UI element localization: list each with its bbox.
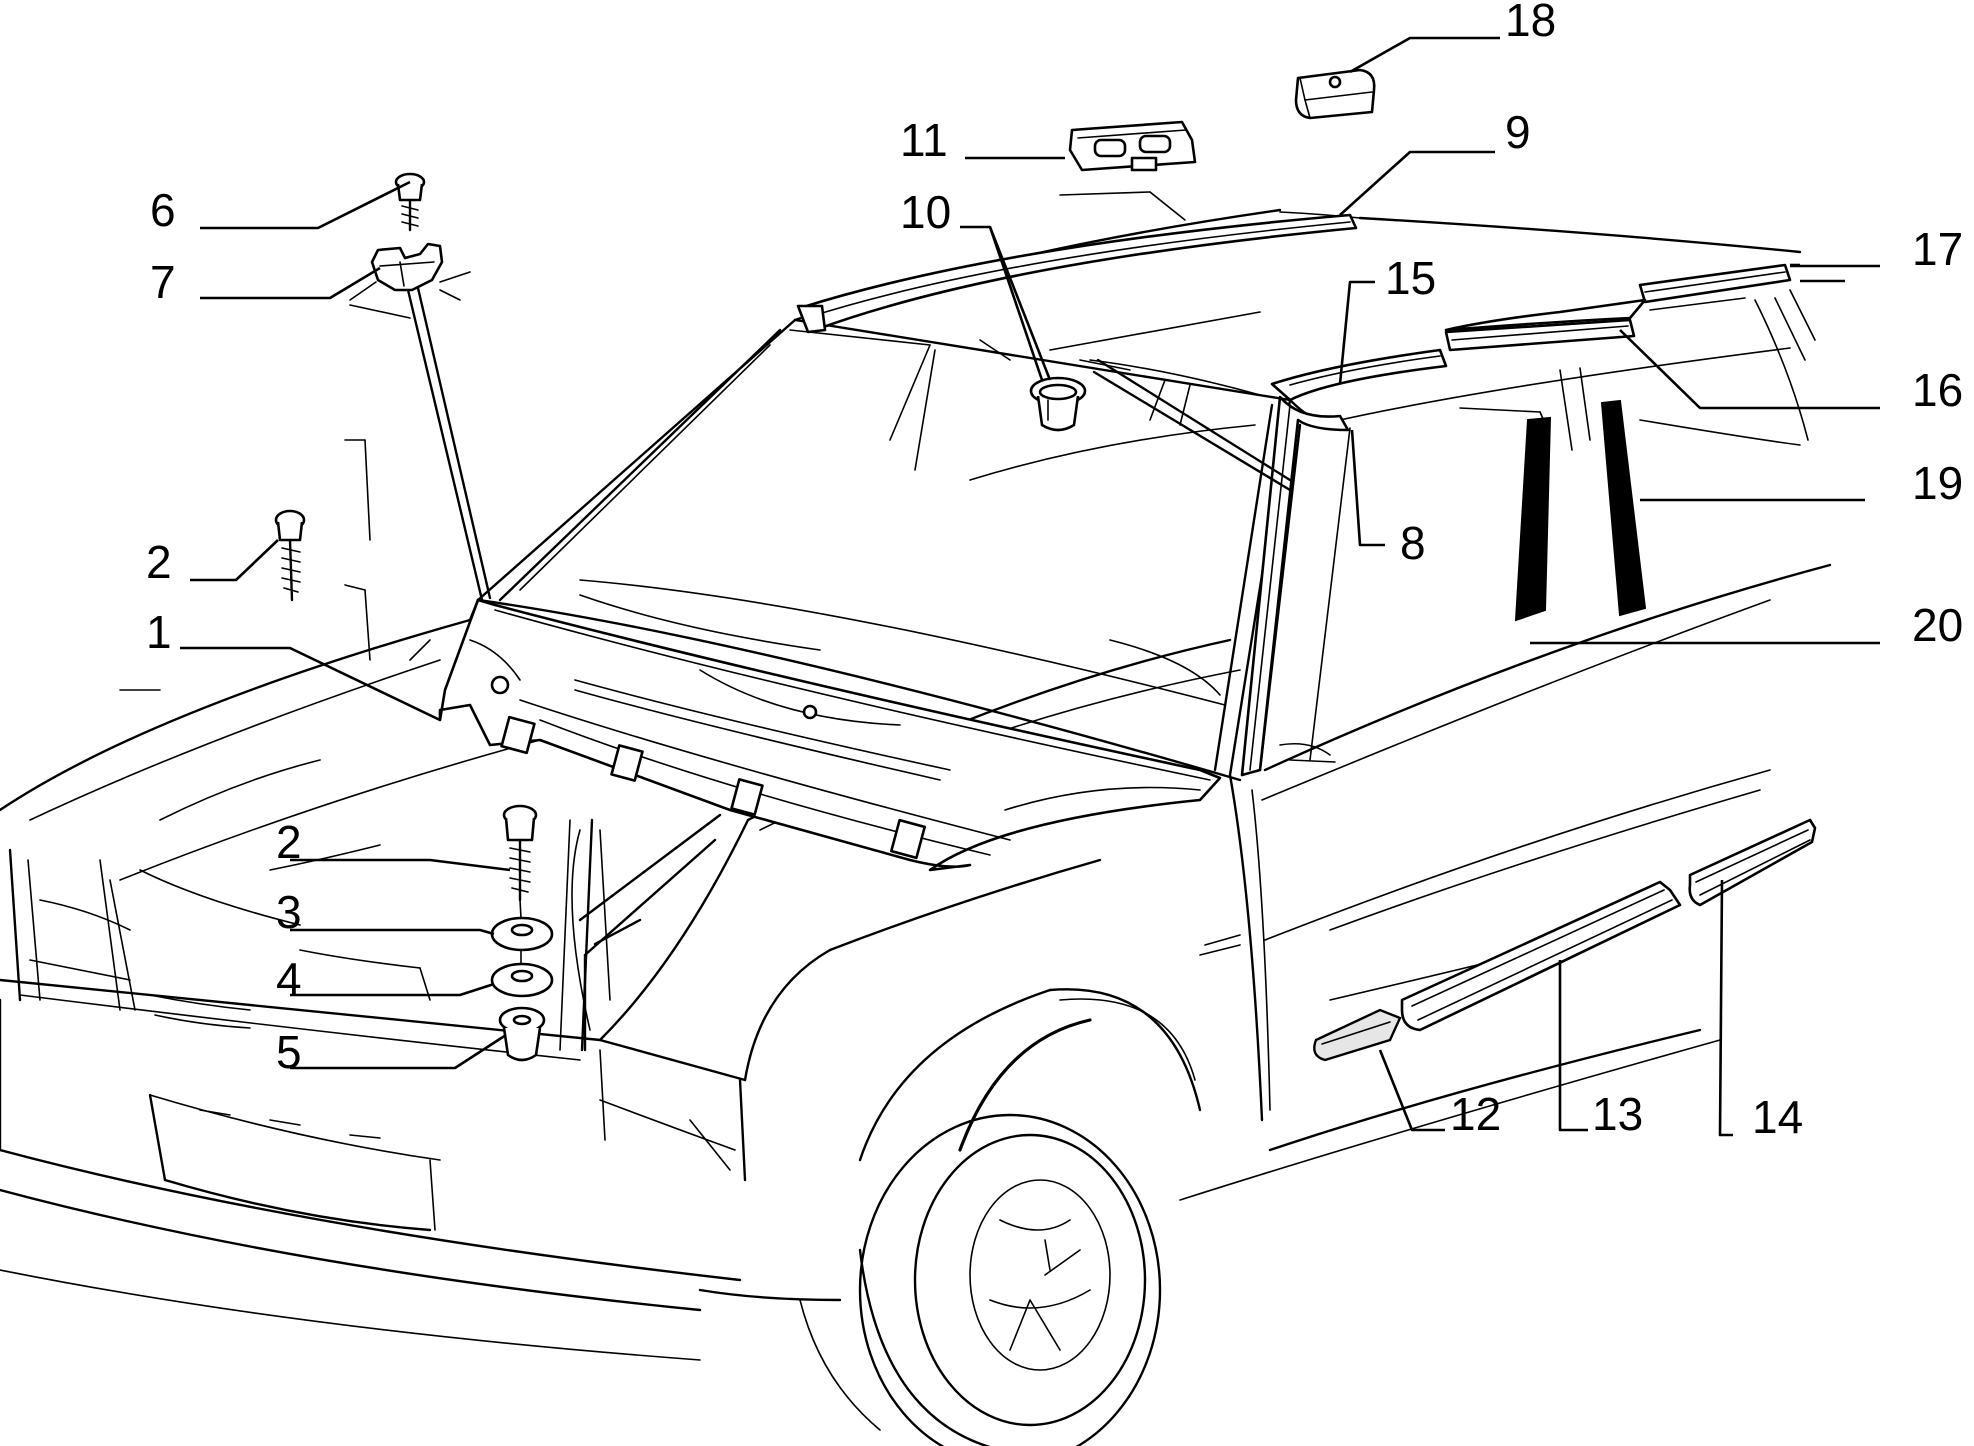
callout-19: 19 — [1912, 457, 1963, 509]
part-pillar-tape-20 — [1514, 416, 1552, 622]
callout-10: 10 — [900, 186, 951, 238]
callout-2-lower: 2 — [276, 816, 302, 868]
callout-16: 16 — [1912, 364, 1963, 416]
callout-17: 17 — [1912, 223, 1963, 275]
part-washer-4 — [490, 962, 554, 998]
part-side-moulding-12 — [1313, 1008, 1402, 1062]
part-screw-2-upper — [274, 509, 306, 602]
part-cowl-panel — [438, 598, 1222, 872]
mount-line — [406, 288, 484, 602]
callout-5: 5 — [276, 1026, 302, 1078]
part-screw-2-lower — [502, 804, 538, 902]
part-pillar-tape-19 — [1600, 399, 1647, 617]
part-a-pillar-seal — [1240, 395, 1350, 777]
assembly-axis — [519, 899, 522, 919]
callout-20: 20 — [1912, 599, 1963, 651]
callout-12: 12 — [1450, 1088, 1501, 1140]
part-spacer-block — [1294, 68, 1376, 120]
callout-9: 9 — [1505, 106, 1531, 158]
callout-4: 4 — [276, 953, 302, 1005]
callout-6: 6 — [150, 184, 176, 236]
mount-line — [416, 286, 492, 600]
part-roof-moulding-right — [1270, 263, 1792, 402]
part-clip-7 — [349, 242, 471, 319]
car-body-outline — [0, 208, 1832, 1446]
callout-15: 15 — [1385, 252, 1436, 304]
part-washer-3 — [490, 916, 554, 952]
callout-18: 18 — [1505, 0, 1556, 46]
part-moulding-clip — [1059, 120, 1197, 221]
callout-11: 11 — [900, 114, 948, 166]
callout-7: 7 — [150, 256, 176, 308]
callout-8: 8 — [1400, 517, 1426, 569]
callout-3: 3 — [276, 886, 302, 938]
callout-labels: 6 7 2 1 2 3 4 5 11 10 18 9 15 8 17 16 19… — [146, 0, 1963, 1143]
part-grommet-5 — [498, 1006, 546, 1062]
part-side-moulding-13 — [1400, 880, 1682, 1032]
part-roof-plug — [1029, 376, 1087, 432]
part-roof-moulding-left — [796, 213, 1358, 334]
callout-13: 13 — [1592, 1088, 1643, 1140]
part-screw-6 — [394, 172, 426, 232]
part-side-moulding-14 — [1688, 818, 1817, 907]
callout-1: 1 — [146, 606, 172, 658]
callout-2-upper: 2 — [146, 536, 172, 588]
leader-lines — [180, 36, 1880, 1137]
callout-14: 14 — [1752, 1091, 1803, 1143]
